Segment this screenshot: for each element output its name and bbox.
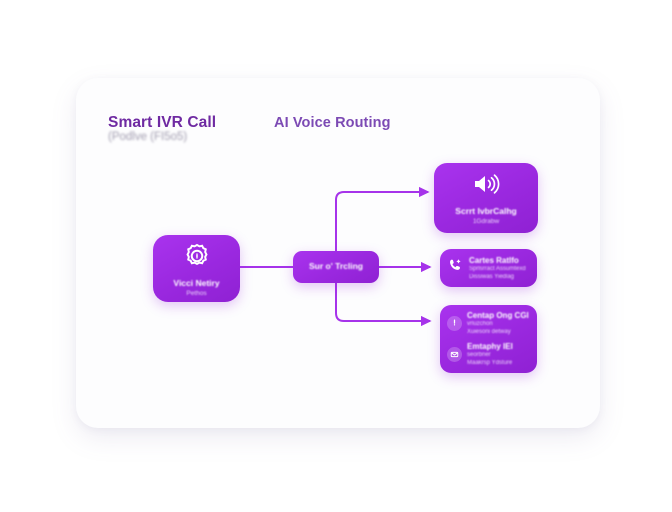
card-top-sublabel: 1Gdrabw <box>472 217 500 225</box>
card-bottom-row-1-sublabel-1: seorbner <box>467 352 491 359</box>
page-title-right: AI Voice Routing <box>274 115 391 131</box>
card-smart-ivr-calling[interactable]: Scrrt IvbrCalhg 1Gdrabw <box>434 163 538 233</box>
page-subtitle-left: (Podlve (FI5o5) <box>108 131 188 143</box>
card-mid-sublabel-2: Dissiwas Yiedlag <box>469 273 515 280</box>
card-call-outcomes[interactable]: Centap Ong CGl vrluzchon Xuiesoni detway… <box>440 305 537 373</box>
speaker-volume-icon <box>471 171 501 202</box>
gear-phone-icon <box>183 242 211 275</box>
node-router-label: Sur o' Trcling <box>309 261 363 272</box>
node-source-sublabel: Pethos <box>186 289 207 297</box>
phone-call-icon <box>447 257 464 279</box>
card-bottom-row-0-sublabel-2: Xuiesoni detway <box>467 329 511 336</box>
card-caller-routing[interactable]: Cartes Ratlfo Sprlsrract Assumtexd Dissi… <box>440 249 537 287</box>
card-bottom-row-1-label: Emtaphy IEl <box>467 342 513 351</box>
list-item[interactable]: Emtaphy IEl seorbner Maakrsp Ydsture <box>447 342 530 367</box>
node-smart-ivr-source[interactable]: Vicci Netiry Pethos <box>153 235 240 302</box>
card-mid-label: Cartes Ratlfo <box>469 255 519 265</box>
card-bottom-row-0-label: Centap Ong CGl <box>467 311 529 321</box>
node-routing-engine[interactable]: Sur o' Trcling <box>293 251 379 283</box>
node-source-label: Vicci Netiry <box>173 277 220 288</box>
mail-circle-icon <box>447 346 462 362</box>
card-bottom-row-1-sublabel-2: Maakrsp Ydsture <box>467 360 513 367</box>
list-item[interactable]: Centap Ong CGl vrluzchon Xuiesoni detway <box>447 311 530 336</box>
card-bottom-row-0-sublabel-1: vrluzchon <box>467 321 493 328</box>
card-mid-sublabel-1: Sprlsrract Assumtexd <box>469 265 526 272</box>
info-circle-icon <box>447 316 462 332</box>
page-title-left: Smart IVR Call <box>108 114 217 131</box>
card-top-label: Scrrt IvbrCalhg <box>455 205 517 216</box>
